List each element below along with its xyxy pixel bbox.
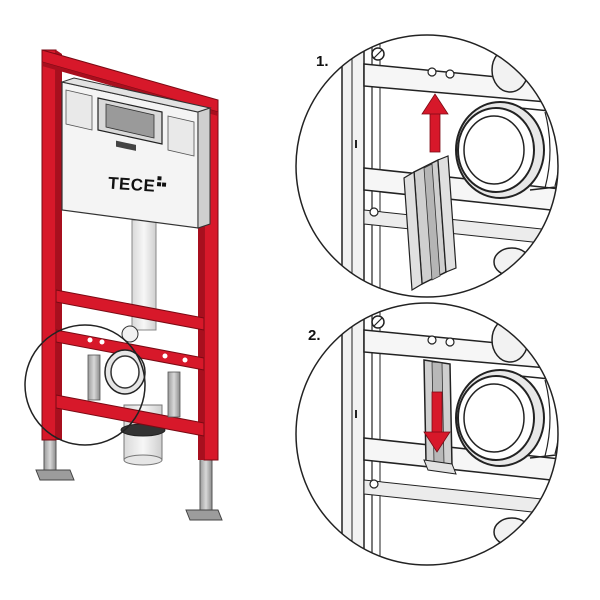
step-2-label: 2. — [308, 327, 321, 344]
step-1-circle — [295, 34, 559, 298]
guide-sleeve-step1 — [403, 155, 457, 292]
arrow-up-icon — [421, 93, 449, 153]
step-2-circle — [295, 302, 559, 566]
wc-pipe-step2 — [455, 369, 558, 467]
wc-pipe-step1 — [455, 101, 558, 199]
detail-callout-circle — [24, 324, 146, 446]
bolt-bracket-right — [167, 371, 181, 418]
bolt-bracket-left — [87, 354, 101, 401]
step-1-label: 1. — [316, 53, 329, 70]
arrow-down-icon — [423, 391, 451, 453]
step-1-detail — [296, 35, 558, 297]
frame-leg-right — [185, 454, 223, 521]
installation-frame: TECE — [24, 49, 223, 521]
brand-logo-mark — [156, 176, 167, 187]
cistern: TECE — [60, 77, 212, 229]
wc-connection-pipe — [104, 325, 146, 395]
actuator-mount — [97, 97, 163, 151]
step-2-detail — [296, 303, 558, 565]
brand-label: TECE — [107, 173, 156, 195]
